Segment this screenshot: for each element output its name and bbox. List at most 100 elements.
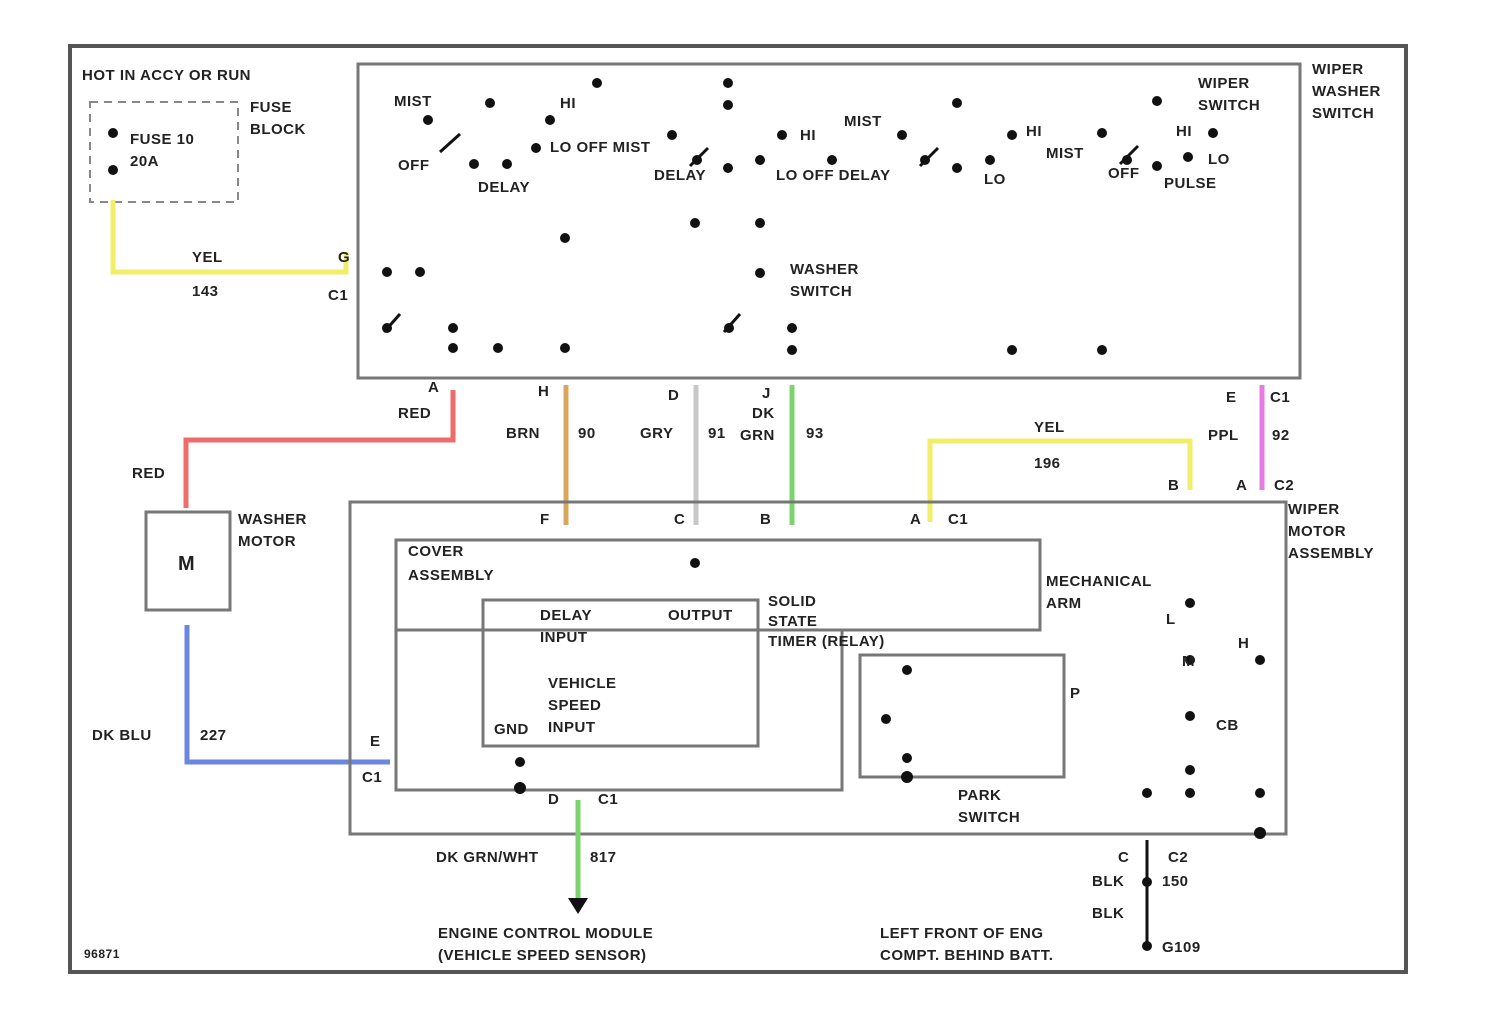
pin-c: C — [674, 511, 685, 528]
ground-point — [1142, 941, 1152, 951]
wiper-washer-switch-label: WIPER — [1312, 61, 1364, 78]
ground-location: LEFT FRONT OF ENG — [880, 925, 1044, 942]
wiper-washer-switch-label-2: WASHER — [1312, 83, 1381, 100]
pin-f: F — [540, 511, 550, 528]
washer-motor-m: M — [178, 553, 195, 575]
vss-input-label-2: SPEED — [548, 697, 601, 714]
wire-dkgrnwht-circuit: 817 — [590, 849, 617, 866]
hot-label: HOT IN ACCY OR RUN — [82, 67, 251, 84]
ground-location-2: COMPT. BEHIND BATT. — [880, 947, 1053, 964]
wiper-motor-label-2: MOTOR — [1288, 523, 1346, 540]
pin-m: M — [1182, 653, 1195, 670]
pin-c2b: C2 — [1168, 849, 1188, 866]
vss-input-label-3: INPUT — [548, 719, 596, 736]
switch-pos-lo-off-mist: LO OFF MIST — [550, 139, 651, 156]
switch-pos-delay-1: DELAY — [478, 179, 530, 196]
vss-input-label: VEHICLE — [548, 675, 617, 692]
wire-ppl-92-color: PPL — [1208, 427, 1239, 444]
wire-blk-2: BLK — [1092, 905, 1124, 922]
solid-state-label-3: TIMER (RELAY) — [768, 633, 885, 650]
wiper-motor-assembly-box — [350, 502, 1286, 834]
switch-pos-mist-1: MIST — [394, 93, 432, 110]
pin-a: A — [428, 379, 439, 396]
park-switch-label-2: SWITCH — [958, 809, 1020, 826]
pin-cb: CB — [1216, 717, 1239, 734]
wiper-washer-switch-label-3: SWITCH — [1312, 105, 1374, 122]
switch-pos-hi-2: HI — [800, 127, 816, 144]
pin-c1c: C1 — [362, 769, 382, 786]
pin-e: E — [1226, 389, 1237, 406]
pin-c1-top: C1 — [1270, 389, 1290, 406]
wire-yel-143-color: YEL — [192, 249, 223, 266]
wire-yel-196-color: YEL — [1034, 419, 1065, 436]
wire-dkgrn-93-circuit: 93 — [806, 425, 824, 442]
wire-brn-90-circuit: 90 — [578, 425, 596, 442]
pin-c1b: C1 — [948, 511, 968, 528]
fuse-block-label: FUSE — [250, 99, 292, 116]
washer-switch-label-2: SWITCH — [790, 283, 852, 300]
mechanical-arm-label-2: ARM — [1046, 595, 1082, 612]
figure-id: 96871 — [84, 947, 120, 961]
wire-gry-91-color: GRY — [640, 425, 673, 442]
pin-e2: E — [370, 733, 381, 750]
wire-gry-91-circuit: 91 — [708, 425, 726, 442]
pin-l: L — [1166, 611, 1176, 628]
switch-pos-lo-2: LO — [1208, 151, 1230, 168]
wire-dkblu-227-color: DK BLU — [92, 727, 152, 744]
switch-pos-mist-2: MIST — [844, 113, 882, 130]
wiper-motor-label: WIPER — [1288, 501, 1340, 518]
motor-contacts — [514, 598, 1266, 839]
switch-pos-lo-1: LO — [984, 171, 1006, 188]
wiper-switch-label-2: SWITCH — [1198, 97, 1260, 114]
wire-red-top-label: RED — [398, 405, 431, 422]
switch-pos-delay-2: DELAY — [654, 167, 706, 184]
fuse-block-label-2: BLOCK — [250, 121, 306, 138]
switch-pos-hi-4: HI — [1176, 123, 1192, 140]
pin-c2: C2 — [1274, 477, 1294, 494]
park-switch-label: PARK — [958, 787, 1001, 804]
delay-input-label: DELAY — [540, 607, 592, 624]
fuse-label: FUSE 10 — [130, 131, 194, 148]
pin-h2: H — [1238, 635, 1249, 652]
washer-motor-label: WASHER — [238, 511, 307, 528]
wire-dkgrn-93-color-2: GRN — [740, 427, 775, 444]
pin-d: D — [668, 387, 679, 404]
wire-yel-196-circuit: 196 — [1034, 455, 1061, 472]
switch-pos-lo-off-delay: LO OFF DELAY — [776, 167, 891, 184]
switch-pos-pulse: PULSE — [1164, 175, 1217, 192]
switch-pos-hi-1: HI — [560, 95, 576, 112]
wire-red-left-label: RED — [132, 465, 165, 482]
wire-dkgrnwht-color: DK GRN/WHT — [436, 849, 539, 866]
park-switch-box — [860, 655, 1064, 777]
cover-assembly-label-2: ASSEMBLY — [408, 567, 494, 584]
output-label: OUTPUT — [668, 607, 733, 624]
ground-id: G109 — [1162, 939, 1201, 956]
wire-ppl-92-circuit: 92 — [1272, 427, 1290, 444]
wire-yel-196 — [930, 441, 1190, 522]
fuse-terminal-bottom — [108, 165, 118, 175]
wiper-switch-label: WIPER — [1198, 75, 1250, 92]
switch-pos-hi-3: HI — [1026, 123, 1042, 140]
pin-d2: D — [548, 791, 559, 808]
fuse-rating: 20A — [130, 153, 159, 170]
wire-yel-143-circuit: 143 — [192, 283, 219, 300]
wire-dkgrn-93-color: DK — [752, 405, 775, 422]
fuse-block-box — [90, 102, 238, 202]
ground-splice — [1142, 877, 1152, 887]
pin-c1d: C1 — [598, 791, 618, 808]
arrow-to-ecm — [568, 898, 588, 914]
solid-state-label-2: STATE — [768, 613, 817, 630]
pin-b: B — [760, 511, 771, 528]
gnd-label: GND — [494, 721, 529, 738]
ecm-label-2: (VEHICLE SPEED SENSOR) — [438, 947, 647, 964]
pin-h: H — [538, 383, 549, 400]
wire-brn-90-color: BRN — [506, 425, 540, 442]
pin-a3: A — [1236, 477, 1247, 494]
wire-blk-1: BLK — [1092, 873, 1124, 890]
pin-c1: C1 — [328, 287, 348, 304]
wiper-motor-label-3: ASSEMBLY — [1288, 545, 1374, 562]
pin-a2: A — [910, 511, 921, 528]
washer-motor-label-2: MOTOR — [238, 533, 296, 550]
cover-assembly-label: COVER — [408, 543, 464, 560]
mechanical-arm-label: MECHANICAL — [1046, 573, 1152, 590]
